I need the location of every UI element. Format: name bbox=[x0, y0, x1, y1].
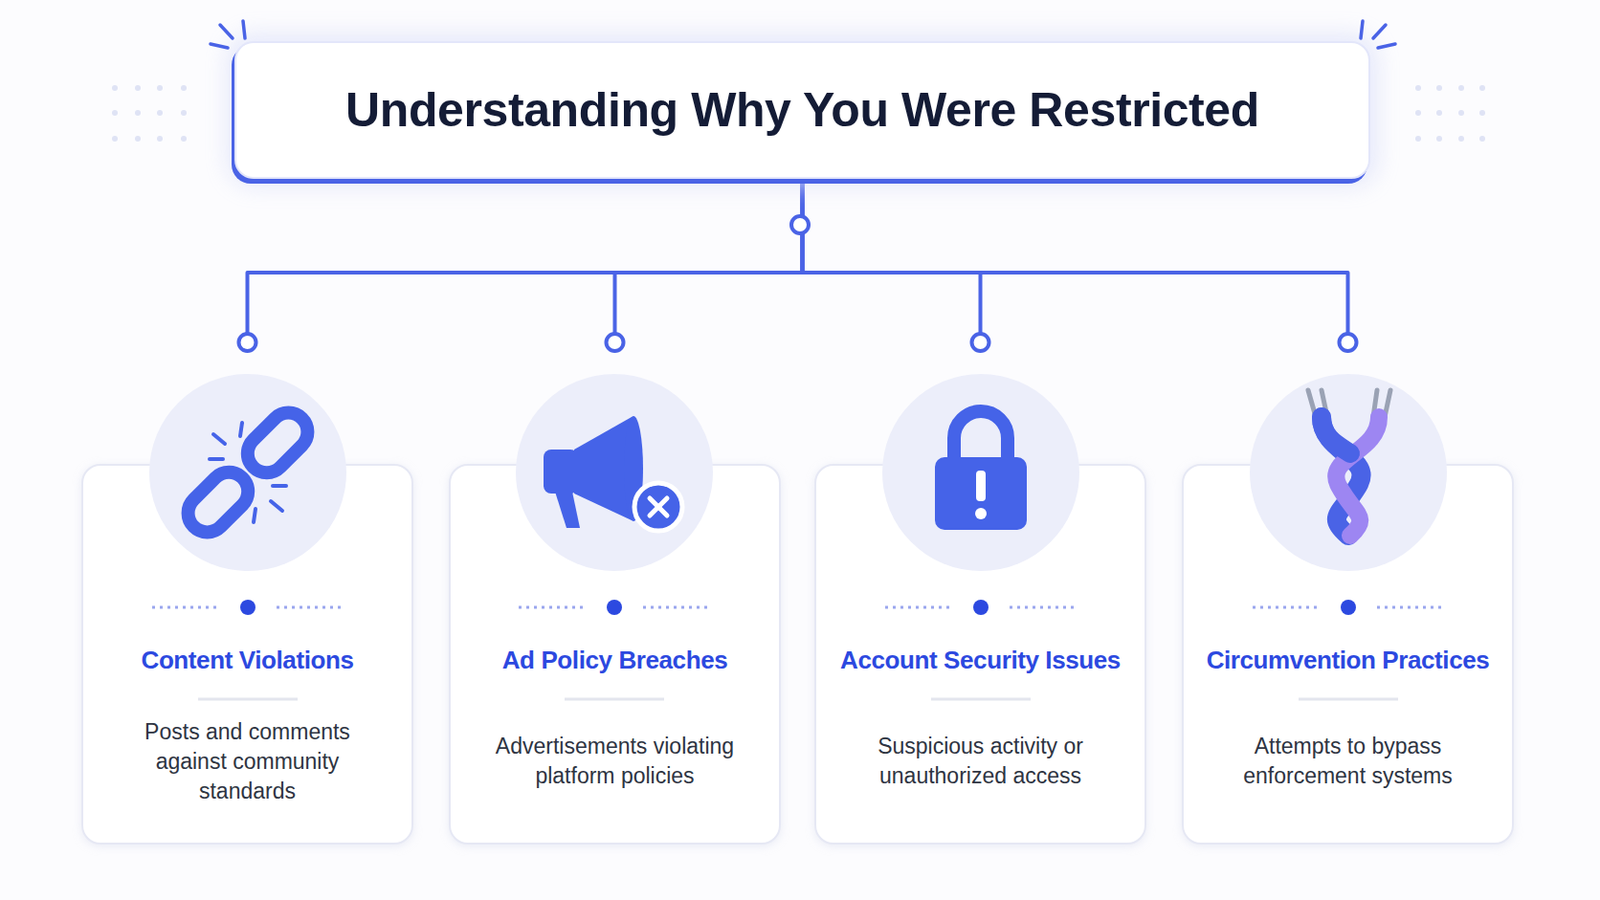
card-heading: Content Violations bbox=[81, 644, 414, 676]
connector bbox=[239, 178, 803, 352]
category-card: Circumvention PracticesAttempts to bypas… bbox=[1181, 342, 1514, 845]
separator-dot bbox=[240, 600, 1356, 616]
connector bbox=[802, 178, 1357, 352]
connector bbox=[802, 178, 990, 352]
connector-end-ring bbox=[239, 333, 257, 352]
card-body-area: Attempts to bypass enforcement systems bbox=[1181, 713, 1514, 810]
title-text: Understanding Why You Were Restricted bbox=[345, 82, 1260, 138]
junction-ring bbox=[791, 216, 809, 234]
divider bbox=[198, 698, 1399, 702]
dotted-separator bbox=[152, 606, 1445, 610]
connector-end-ring bbox=[1339, 333, 1357, 352]
category-card: Content ViolationsPosts and comments aga… bbox=[81, 342, 414, 845]
connector-line bbox=[802, 178, 981, 343]
category-card: Ad Policy BreachesAdvertisements violati… bbox=[448, 342, 781, 845]
megaphone-icon bbox=[543, 416, 683, 532]
broken-chain-icon bbox=[179, 404, 315, 540]
connector-line bbox=[247, 178, 803, 343]
sparkle bbox=[210, 21, 1396, 48]
connector-end-ring bbox=[972, 333, 990, 352]
padlock-icon bbox=[934, 411, 1027, 531]
connector-end-ring bbox=[606, 333, 624, 352]
card-heading: Circumvention Practices bbox=[1181, 644, 1514, 676]
card-body: Posts and comments against community sta… bbox=[128, 717, 368, 807]
card-body: Suspicious activity or unauthorized acce… bbox=[861, 732, 1101, 792]
icon-circles bbox=[149, 374, 1447, 572]
card-heading: Account Security Issues bbox=[814, 644, 1147, 676]
card-body-area: Suspicious activity or unauthorized acce… bbox=[814, 713, 1147, 810]
card-body: Advertisements violating platform polici… bbox=[495, 732, 735, 792]
connector bbox=[606, 178, 803, 352]
card-body-area: Posts and comments against community sta… bbox=[81, 713, 414, 810]
title-box: Understanding Why You Were Restricted bbox=[234, 41, 1371, 179]
connector-line bbox=[802, 178, 1349, 343]
card-body: Attempts to bypass enforcement systems bbox=[1228, 732, 1468, 792]
category-card: Account Security IssuesSuspicious activi… bbox=[814, 342, 1147, 845]
card-heading: Ad Policy Breaches bbox=[448, 644, 781, 676]
dot-grid bbox=[111, 85, 1486, 142]
card-body-area: Advertisements violating platform polici… bbox=[448, 713, 781, 810]
twisted-wires-icon bbox=[1308, 390, 1391, 536]
connector-line bbox=[615, 178, 803, 343]
